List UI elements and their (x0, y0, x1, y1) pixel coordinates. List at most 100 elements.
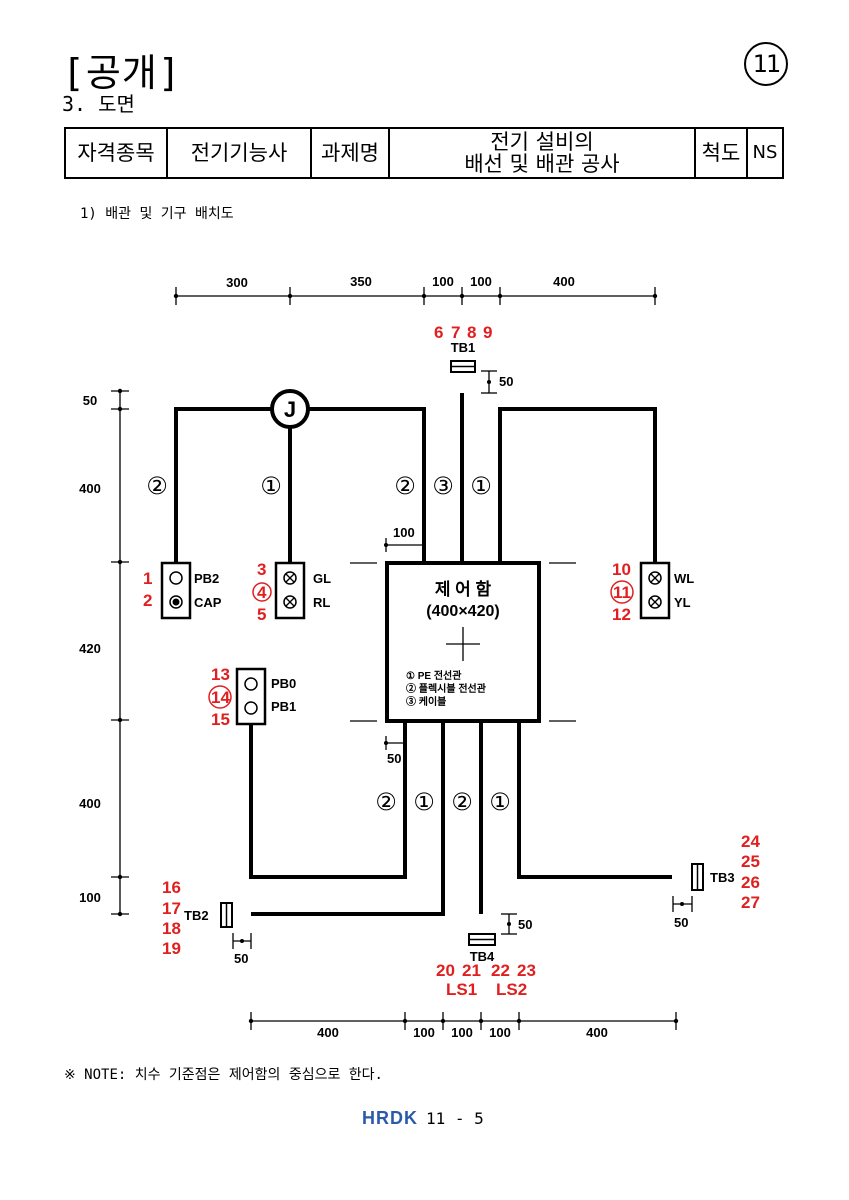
control-box-size: (400×420) (426, 603, 499, 620)
rl-label: RL (313, 595, 330, 610)
info-table: 자격종목 전기기능사 과제명 전기 설비의 배선 및 배관 공사 척도 NS (64, 127, 784, 179)
label-task: 과제명 (310, 127, 390, 179)
num-22: 22 (491, 961, 510, 980)
num-11: 11 (613, 583, 631, 602)
legend-pe: ① PE 전선관 (406, 669, 462, 682)
legend-cable: ③ 케이블 (406, 695, 446, 708)
dim-left-2: 400 (79, 481, 101, 496)
dim-box-bottom: 50 (384, 736, 405, 766)
tb1-dim: 50 (499, 374, 513, 389)
dim-box-top: 100 (384, 525, 424, 552)
dim-bottom-4: 100 (489, 1025, 511, 1040)
num-2: 2 (143, 591, 152, 610)
label-qualification: 자격종목 (64, 127, 168, 179)
num-24: 24 (741, 832, 760, 851)
ls2-label: LS2 (496, 980, 527, 999)
section-title: 1) 배관 및 기구 배치도 (80, 206, 234, 222)
num-19: 19 (162, 939, 181, 958)
dim-top-2: 350 (350, 274, 372, 289)
pb2-cap-device: PB2 CAP 1 2 (143, 561, 222, 620)
pipe-marks-upper: ② ① ② ③ ① (146, 472, 492, 500)
gl-rl-device: GL RL 3 4 5 (252, 560, 331, 624)
num-8: 8 (467, 323, 476, 342)
label-scale: 척도 (694, 127, 748, 179)
dim-left-3: 420 (79, 641, 101, 656)
num-17: 17 (162, 899, 181, 918)
num-14: 14 (211, 688, 230, 707)
footer: HRDK 11 - 5 (362, 1108, 484, 1129)
pipe-mark: ② (146, 472, 168, 500)
num-25: 25 (741, 852, 760, 871)
wl-yl-device: WL YL 10 11 12 (610, 560, 694, 624)
dim-bottom-5: 400 (586, 1025, 608, 1040)
wl-label: WL (674, 571, 694, 586)
junction-box: J (270, 389, 310, 429)
dimension-left: 50 400 420 400 100 (79, 388, 129, 917)
num-20: 20 (436, 961, 455, 980)
cap-label: CAP (194, 595, 222, 610)
pipe-mark: ② (375, 788, 397, 816)
num-13: 13 (211, 665, 230, 684)
pb0-label: PB0 (271, 676, 296, 691)
tb1-label: TB1 (451, 340, 476, 355)
num-21: 21 (462, 961, 481, 980)
dim-bottom-2: 100 (413, 1025, 435, 1040)
yl-label: YL (674, 595, 691, 610)
pipe-mark: ① (413, 788, 435, 816)
dimension-note: ※ NOTE: 치수 기준점은 제어함의 중심으로 한다. (64, 1067, 383, 1083)
page-title: [공개] (62, 51, 182, 95)
page-badge: 11 (744, 42, 788, 86)
task-line2: 배선 및 배관 공사 (464, 152, 620, 176)
task-name: 전기 설비의 배선 및 배관 공사 (388, 127, 696, 179)
pipe-mark: ① (470, 472, 492, 500)
control-box: 제 어 함 (400×420) ① PE 전선관 ② 플렉시블 전선관 ③ 케이… (350, 561, 576, 723)
num-7: 7 (451, 323, 460, 342)
num-5: 5 (257, 605, 266, 624)
pipe-mark: ② (451, 788, 473, 816)
num-3: 3 (257, 560, 266, 579)
pipe-mark: ③ (432, 472, 454, 500)
num-6: 6 (434, 323, 443, 342)
pipe-mark: ② (394, 472, 416, 500)
pipe-mark: ① (260, 472, 282, 500)
num-4: 4 (257, 583, 267, 602)
tb2-dim: 50 (234, 951, 248, 966)
tb4-dim: 50 (518, 917, 532, 932)
num-26: 26 (741, 873, 760, 892)
num-9: 9 (483, 323, 492, 342)
tb3-label: TB3 (710, 870, 735, 885)
num-27: 27 (741, 893, 760, 912)
task-line1: 전기 설비의 (490, 130, 594, 154)
num-12: 12 (612, 605, 631, 624)
dim-bottom-3: 100 (451, 1025, 473, 1040)
hrdk-logo: HRDK (362, 1108, 418, 1128)
control-box-title: 제 어 함 (435, 579, 492, 599)
ls1-label: LS1 (446, 980, 477, 999)
legend-flexible: ② 플렉시블 전선관 (406, 682, 487, 695)
dim-left-1: 50 (83, 393, 97, 408)
tb2-label: TB2 (184, 908, 209, 923)
dim-top-1: 300 (226, 275, 248, 290)
dim-left-4: 400 (79, 796, 101, 811)
num-16: 16 (162, 878, 181, 897)
junction-label: J (284, 397, 296, 422)
num-15: 15 (211, 710, 230, 729)
dim-box-top-label: 100 (393, 525, 415, 540)
gl-label: GL (313, 571, 331, 586)
scale: NS (746, 127, 784, 179)
num-1: 1 (143, 569, 152, 588)
pb0-pb1-device: PB0 PB1 13 14 15 (208, 665, 296, 729)
dimension-bottom: 400 100 100 100 400 (248, 1012, 679, 1040)
page-number: 11 - 5 (426, 1109, 484, 1128)
qualification: 전기기능사 (166, 127, 312, 179)
tb3-dim: 50 (674, 915, 688, 930)
conduits (174, 393, 672, 916)
dimension-top: 300 350 100 100 400 (173, 274, 658, 305)
dim-top-4: 100 (470, 274, 492, 289)
tb2: TB2 50 16 17 18 19 (162, 878, 252, 966)
dim-top-5: 400 (553, 274, 575, 289)
num-23: 23 (517, 961, 536, 980)
dim-box-bottom-label: 50 (387, 751, 401, 766)
dim-left-5: 100 (79, 890, 101, 905)
